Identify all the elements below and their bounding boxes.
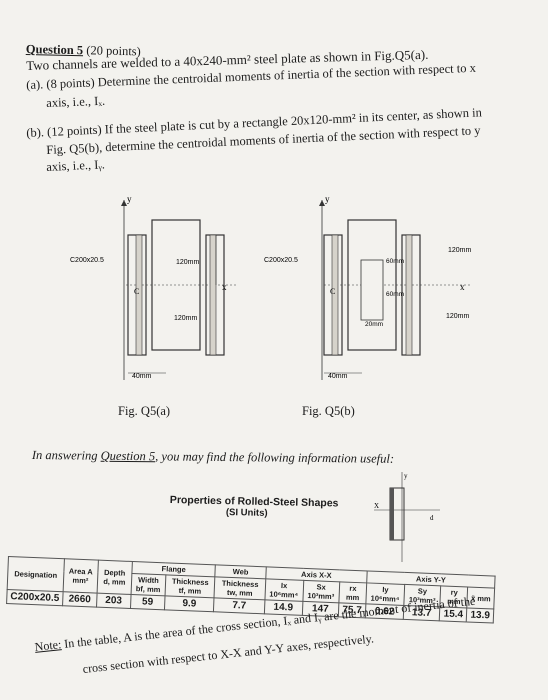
centroid-label: C (134, 287, 139, 296)
dim-label-lower: 120mm (174, 315, 198, 322)
dim-label-upper: 120mm (448, 247, 472, 254)
question-number: Question 5 (25, 42, 84, 58)
plate-cutout (360, 259, 384, 321)
caption-q5b: Fig. Q5(b) (302, 404, 355, 418)
figure-q5a: y x 120mm 120mm C200x20.5 C 40mm (70, 194, 236, 380)
col-width: Width bf, mm (130, 573, 166, 596)
col-sx: Sx 10³mm³ (302, 580, 340, 603)
dim-label-lower: 120mm (446, 313, 470, 320)
y-axis-arrow-icon (121, 200, 127, 206)
col-depth: Depth d, mm (96, 560, 133, 595)
part-a-line-2: axis, i.e., Iₓ. (46, 93, 106, 110)
channel-left-web (331, 234, 339, 356)
dim-label-60-bottom: 60mm (386, 291, 404, 298)
col-thickness-f: Thickness tf, mm (164, 574, 216, 598)
sketch-y-label: y (404, 472, 408, 480)
steel-plate (151, 219, 201, 351)
col-thickness-w: Thickness tw, mm (214, 576, 266, 600)
col-designation: Designation (7, 556, 65, 592)
cell-xbar: 13.9 (466, 607, 494, 624)
cell-width: 59 (130, 594, 165, 610)
channel-right-web (405, 234, 413, 356)
useful-info-question: Question 5 (100, 448, 156, 464)
dim-label-width: 40mm (328, 373, 348, 380)
y-axis-label: y (325, 194, 330, 204)
part-b-line-3: axis, i.e., Iᵧ. (46, 157, 106, 174)
channel-label: C200x20.5 (70, 257, 104, 264)
cutout-label: 20mm (365, 321, 383, 328)
figure-q5b: y x C200x20.5 120mm 60mm 60mm 120mm 20mm… (264, 194, 472, 380)
col-rx: rx mm (338, 581, 367, 604)
useful-info-suffix: , you may find the following information… (155, 449, 395, 466)
channel-label: C200x20.5 (264, 257, 298, 264)
channel-left-web (135, 234, 143, 356)
section-sketch: y X d (374, 472, 440, 562)
cell-area: 2660 (62, 591, 97, 608)
cell-thick-f: 9.9 (164, 595, 215, 612)
col-area: Area A mm² (63, 558, 99, 594)
note-label: Note: (34, 637, 62, 654)
col-ix: Ix 10⁶mm⁴ (264, 578, 304, 602)
centroid-label: C (330, 287, 335, 296)
y-axis-label: y (127, 194, 132, 204)
caption-q5a: Fig. Q5(a) (118, 404, 171, 418)
cell-depth: 203 (96, 593, 131, 609)
dim-label-60-top: 60mm (386, 258, 404, 265)
x-axis-label: x (460, 282, 465, 292)
dim-label-upper: 120mm (176, 259, 200, 266)
useful-info-prefix: In answering (31, 448, 101, 463)
cell-designation: C200x20.5 (6, 589, 64, 606)
useful-info-line: In answering Question 5, you may find th… (32, 448, 394, 467)
cell-thick-w: 7.7 (213, 597, 265, 614)
steel-plate (347, 219, 397, 351)
channel-right-web (209, 234, 217, 356)
sketch-x-label: X (374, 502, 379, 510)
y-axis-arrow-icon (319, 200, 325, 206)
props-subtitle: (SI Units) (225, 507, 268, 519)
dim-label-width: 40mm (132, 373, 152, 380)
sketch-d-label: d (430, 514, 434, 522)
